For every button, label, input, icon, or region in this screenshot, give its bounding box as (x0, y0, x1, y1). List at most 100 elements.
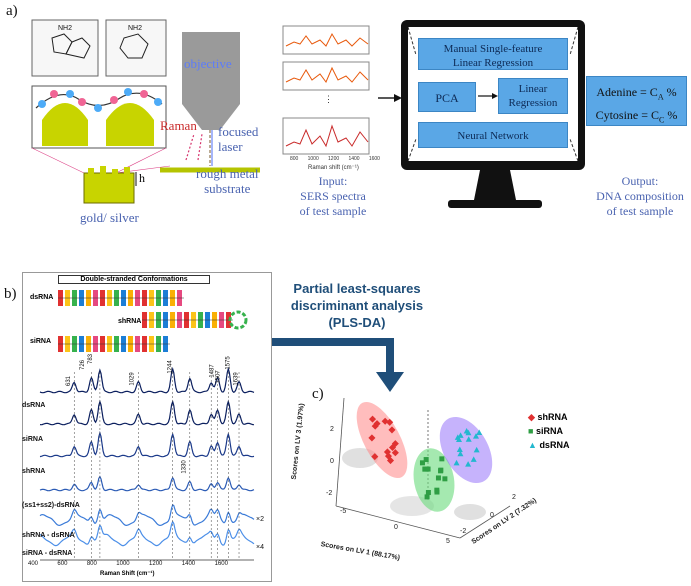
laser-text: laser (218, 139, 243, 154)
construct-dsrna: dsRNA (30, 294, 54, 301)
lv2-tick-neg2: -2 (460, 528, 467, 535)
trace-label-sirna: siRNA (22, 436, 44, 443)
shrna-point (373, 420, 381, 428)
diamond-icon: ◆ (528, 412, 535, 422)
x-tick: 1000 (116, 561, 130, 567)
output-line2: DNA composition (596, 189, 684, 203)
peak-1507: 1507 (215, 370, 222, 384)
plsda-line2: discriminant analysis (290, 298, 424, 313)
cytosine-nh2: NH2 (128, 25, 142, 32)
adenine-nh2: NH2 (58, 25, 72, 32)
trace-label-shrna: shRNA (22, 468, 46, 475)
shrna-ellipse (356, 401, 408, 479)
plsda-title: Partial least-squares discriminant analy… (266, 280, 448, 331)
dsrna-point (456, 436, 463, 443)
h-label: h (139, 171, 145, 185)
lv3-tick-neg2: -2 (326, 490, 333, 497)
panel-b-title: Double-stranded Conformations (58, 275, 210, 284)
legend-item-shrna: ◆ shRNA (528, 410, 569, 424)
neural-network-box: Neural Network (418, 122, 568, 148)
rna-constructs (58, 290, 248, 352)
result-box: Adenine = CA % Cytosine = CC % (586, 76, 687, 126)
construct-sirna: siRNA (30, 338, 52, 345)
dsrna-point (457, 450, 464, 457)
peak-1029: 1029 (129, 372, 136, 386)
lv2-tick-0: 0 (490, 512, 494, 519)
input-caption: Input: SERS spectra of test sample (288, 174, 378, 219)
lv3-tick-2: 2 (330, 426, 334, 433)
x-tick: 1200 (149, 561, 163, 567)
input-spectra: ⋮ (282, 25, 370, 155)
dsrna-point (465, 429, 472, 436)
spectrum-trace (39, 475, 255, 492)
spectra-tick: 800 (290, 156, 299, 162)
lv1-tick-0: 0 (394, 524, 398, 531)
peak-726: 726 (80, 359, 87, 371)
manual-regression-box: Manual Single-feature Linear Regression (418, 38, 568, 70)
dsrna-point (476, 429, 483, 436)
trace-label-sirna-ds: siRNA - dsRNA (22, 550, 73, 557)
legend-item-sirna: ■ siRNA (528, 424, 569, 438)
dsrna-point (465, 436, 472, 442)
dsrna-point (470, 456, 477, 462)
plsda-line3: (PLS-DA) (328, 315, 386, 330)
sirna-point (439, 456, 445, 462)
dsrna-point (456, 446, 463, 452)
spectra-tick: 1000 (307, 156, 319, 162)
plsda-line1: Partial least-squares (293, 281, 421, 296)
peak-1575: 1575 (225, 356, 232, 370)
spectra-tick: 1400 (348, 156, 360, 162)
panel-b-xlabel: Raman Shift (cm⁻¹) (100, 571, 155, 577)
gold-substrate (83, 172, 135, 204)
x-tick: 800 (86, 561, 97, 567)
legend-item-dsrna: ▲ dsRNA (528, 438, 569, 452)
adenine-result: Adenine = CA % (596, 85, 677, 102)
dsrna-point (473, 433, 480, 439)
pca-box: PCA (418, 82, 476, 112)
gold-particle-left (42, 103, 88, 146)
panel-c-legend: ◆ shRNA ■ siRNA ▲ dsRNA (528, 410, 569, 452)
linear-line2: Regression (508, 97, 558, 109)
linear-regression-box: Linear Regression (498, 78, 568, 114)
spectra-tick: 1200 (328, 156, 340, 162)
sirna-point (422, 466, 428, 472)
substrate-line1: rough metal (196, 166, 259, 181)
scale-x4: ×4 (256, 544, 264, 551)
sers-schematic: NH2 NH2 (31, 19, 171, 204)
peak-1330: 1330 (181, 460, 188, 474)
hairpin-loop (228, 310, 248, 330)
raman-spectra-plot (39, 366, 255, 561)
substrate-label: rough metal substrate (196, 166, 258, 196)
sirna-point (435, 475, 441, 481)
input-line3: of test sample (299, 204, 367, 218)
shrna-point (391, 449, 399, 457)
nn-text: Neural Network (457, 130, 529, 142)
triangle-icon: ▲ (528, 440, 537, 450)
lv1-tick-5: 5 (446, 538, 450, 545)
spectra-ticks: 800 1000 1200 1400 1600 (290, 156, 380, 162)
dsrna-point (473, 446, 480, 453)
cytosine-molecule-box (105, 19, 167, 77)
objective-label: objective (184, 56, 232, 71)
x-tick: 1400 (181, 561, 196, 567)
svg-text:⋮: ⋮ (324, 94, 333, 104)
legend-label: siRNA (535, 426, 563, 436)
sirna-point (423, 457, 429, 463)
linear-line1: Linear (518, 83, 548, 95)
cytosine-result: Cytosine = CC % (595, 108, 678, 125)
panel-b-xticks: 400 600 800 1000 1200 1400 1600 (28, 561, 228, 567)
shrna-point (369, 415, 377, 423)
output-line3: of test sample (606, 204, 674, 218)
x-tick: 600 (57, 561, 68, 567)
spectrum-trace (39, 520, 255, 547)
input-line1: Input: (318, 174, 348, 188)
x-tick: 400 (28, 561, 39, 567)
plsda-scores-plot (335, 397, 511, 539)
focused-laser-label: focused laser (218, 124, 258, 154)
adenine-molecule-box (31, 19, 99, 77)
shrna-point (388, 426, 396, 434)
shrna-point (371, 453, 379, 461)
dsrna-point (465, 461, 472, 467)
raman-label: Raman (160, 118, 197, 133)
construct-shrna: shRNA (118, 318, 142, 325)
